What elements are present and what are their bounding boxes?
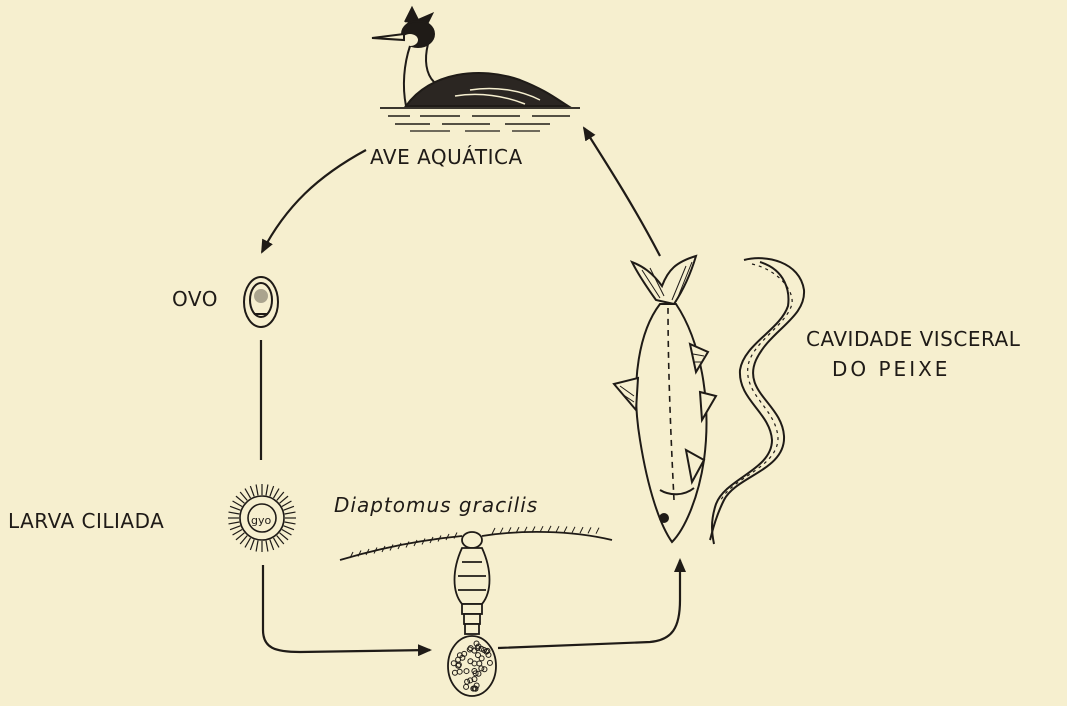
egg-drawing	[244, 277, 278, 327]
label-aquatic-bird: AVE AQUÁTICA	[370, 146, 523, 169]
arrow-larva-to-copepod	[263, 565, 430, 652]
arrow-fish-to-bird	[584, 128, 660, 256]
label-fish-cavity-line2: DO PEIXE	[832, 358, 950, 381]
grebe-bird-drawing	[372, 8, 580, 131]
label-copepod-species: Diaptomus gracilis	[334, 494, 538, 517]
fish-drawing	[614, 256, 716, 542]
label-egg: OVO	[172, 288, 218, 311]
label-ciliated-larva: LARVA CILIADA	[8, 510, 164, 533]
arrow-copepod-to-fish	[498, 560, 680, 648]
svg-text:gyo: gyo	[251, 514, 271, 527]
ciliated-larva-drawing: gyo	[228, 484, 296, 552]
worm-drawing	[710, 258, 804, 544]
label-fish-cavity-line1: CAVIDADE VISCERAL	[806, 328, 1020, 351]
arrow-bird-to-egg	[262, 150, 366, 252]
copepod-drawing	[340, 526, 612, 696]
